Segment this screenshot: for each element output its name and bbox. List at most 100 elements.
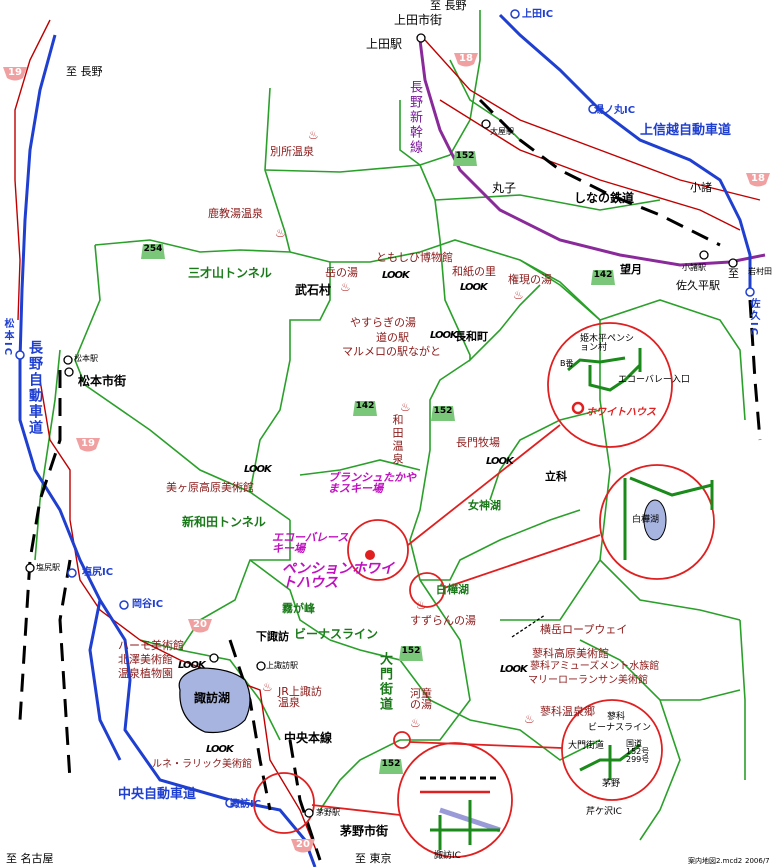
label-matsumoto-city: 松本市街 [78, 374, 127, 388]
label-shiojiri-ic: 塩尻IC [82, 567, 114, 578]
label-sakudaira-station: 佐久平駅 [676, 279, 720, 292]
label-daimon-kaido: 大門街道 [377, 652, 392, 712]
hot-spring-icon: ♨ [262, 680, 273, 694]
route-152-mid: 152 [430, 405, 456, 422]
inset-venus-label: ビーナスライン [588, 723, 652, 733]
direction-komoro: 至 [728, 267, 739, 280]
label-kitazawa-museum: 北澤美術館 [118, 653, 173, 666]
label-mochizuki: 望月 [620, 263, 642, 276]
inset-himekidaira-label: 姫木平ペンション村 [580, 334, 635, 353]
look-icon: LOOK [206, 744, 234, 755]
look-icon: LOOK [500, 664, 528, 675]
route-19-north: 19 [2, 66, 28, 83]
label-komoro: 小諸 [690, 181, 712, 194]
whitehouse-inset-marker [571, 401, 585, 415]
inset-b-ban: B番 [560, 359, 574, 368]
inset-daimon-label: 大門街道 [568, 741, 605, 751]
label-lake-suwa: 諏訪湖 [194, 691, 231, 705]
callout-circles [253, 322, 715, 858]
ic-markers [15, 9, 755, 808]
inset-suwa [420, 776, 501, 850]
label-echo-valley: エコーバレースキー場 [272, 531, 349, 555]
route-18-east: 18 [745, 172, 771, 189]
label-tateshina: 立科 [545, 470, 567, 483]
hot-spring-icon: ♨ [308, 128, 319, 142]
route-142-east: 142 [590, 269, 616, 286]
inset-tateshina-label: 蓼科 [607, 712, 626, 722]
label-nagato-farm: 長門牧場 [456, 436, 500, 449]
direction-nagoya: 至 名古屋 [6, 852, 54, 865]
look-icon: LOOK [486, 456, 514, 467]
label-megami-lake: 女神湖 [468, 499, 501, 512]
label-tateshina-amuse: 蓼科アミューズメント水族館 [530, 661, 660, 672]
label-onsen-botanical: 温泉植物園 [118, 667, 173, 680]
inset-serizawa-ic: 芹ケ沢IC [586, 807, 622, 817]
label-tateshina-art: 蓼科高原美術館 [532, 647, 609, 660]
label-shinwada-tunnel: 新和田トンネル [182, 515, 266, 529]
look-icon: LOOK [382, 270, 410, 281]
label-oya-station: 大屋駅 [490, 127, 514, 136]
label-kamisuwa-station: 上諏訪駅 [266, 661, 298, 670]
label-chuo-line: 中央本線 [284, 731, 333, 745]
inset-kokudo-label: 国道152号299号 [626, 739, 650, 764]
label-sanzaisan-tunnel: 三才山トンネル [188, 266, 272, 280]
label-ueda-city: 上田市街 [394, 13, 443, 27]
hot-spring-icon: ♨ [400, 400, 411, 414]
look-icon: LOOK [178, 660, 206, 671]
label-nagawa: 長和町 [455, 330, 488, 343]
label-joshinetsu-expressway: 上信越自動車道 [640, 123, 732, 138]
label-takeishi: 武石村 [295, 283, 332, 297]
label-pension-whitehouse: ペンションホワイトハウス [282, 561, 394, 591]
label-shirakaba-lake: 白樺湖 [436, 583, 469, 596]
label-shiojiri-station: 塩尻駅 [36, 563, 60, 572]
look-icon: LOOK [460, 282, 488, 293]
route-152-daimon: 152 [398, 645, 424, 662]
label-saku-ic: 佐久IC [748, 298, 759, 338]
label-matsumoto-ic: 松本IC [2, 318, 13, 358]
hot-spring-icon: ♨ [524, 712, 535, 726]
route-142-center: 142 [352, 400, 378, 417]
label-chino-city: 茅野市街 [340, 824, 389, 838]
label-kappa-no-yu: 河童の湯 [410, 687, 432, 711]
label-gongen-no-yu: 権現の湯 [508, 273, 552, 286]
label-suzuran-no-yu: すずらんの湯 [410, 614, 476, 627]
label-ropeway: 横岳ロープウェイ [540, 623, 628, 636]
label-kakeyu-onsen: 鹿教湯温泉 [208, 207, 263, 220]
direction-nagano-west: 至 長野 [66, 65, 103, 78]
label-chuo-expressway: 中央自動車道 [118, 787, 197, 802]
route-20-south: 20 [290, 838, 316, 855]
shinkansen-line [418, 39, 766, 267]
direction-nagano-top: 至 長野 [430, 0, 467, 12]
route-18: 18 [453, 52, 479, 69]
hot-spring-icon: ♨ [410, 716, 421, 730]
label-yunomaru-ic: 湯ノ丸IC [594, 105, 636, 116]
prefectural-roads [14, 19, 761, 861]
inset-whitehouse-label: ホワイトハウス [586, 407, 656, 418]
inset-suwa-ic: 諏訪IC [434, 851, 461, 861]
lake-suwa [178, 667, 251, 734]
ropeway-line [511, 614, 546, 638]
label-kirigamine: 霧が峰 [282, 602, 315, 615]
label-branche-takayama: ブランシュたかやまスキー場 [328, 471, 416, 495]
label-chino-station: 茅野駅 [316, 808, 340, 817]
label-michi-no-eki: 道の駅 [376, 331, 409, 344]
label-shinano-railway: しなの鉄道 [574, 191, 635, 205]
label-bessho-onsen: 別所温泉 [270, 145, 314, 158]
label-okaya-ic: 岡谷IC [132, 599, 164, 610]
label-komoro-station: 小諸駅 [682, 263, 706, 272]
label-matsumoto-station: 松本駅 [74, 354, 98, 363]
label-take-no-yu: 岳の湯 [325, 266, 358, 279]
label-venus-line: ビーナスライン [294, 627, 379, 641]
route-254: 254 [140, 243, 166, 260]
label-marie-laurencin: マリーローランサン美術館 [528, 675, 648, 686]
label-suwa-ic: 諏訪IC [230, 799, 262, 810]
hot-spring-icon: ♨ [275, 226, 286, 240]
label-iwamura: 岩村田 [748, 267, 772, 276]
rail-lines [18, 98, 762, 861]
label-tateshina-onsen: 蓼科温泉郷 [540, 705, 595, 718]
inset-shirakaba [623, 476, 714, 560]
label-ueda-station: 上田駅 [366, 37, 403, 51]
inset-shirakaba-label: 白樺湖 [632, 515, 660, 525]
inset-lake [643, 499, 667, 541]
label-yasuragi-no-yu: やすらぎの湯 [350, 316, 416, 329]
